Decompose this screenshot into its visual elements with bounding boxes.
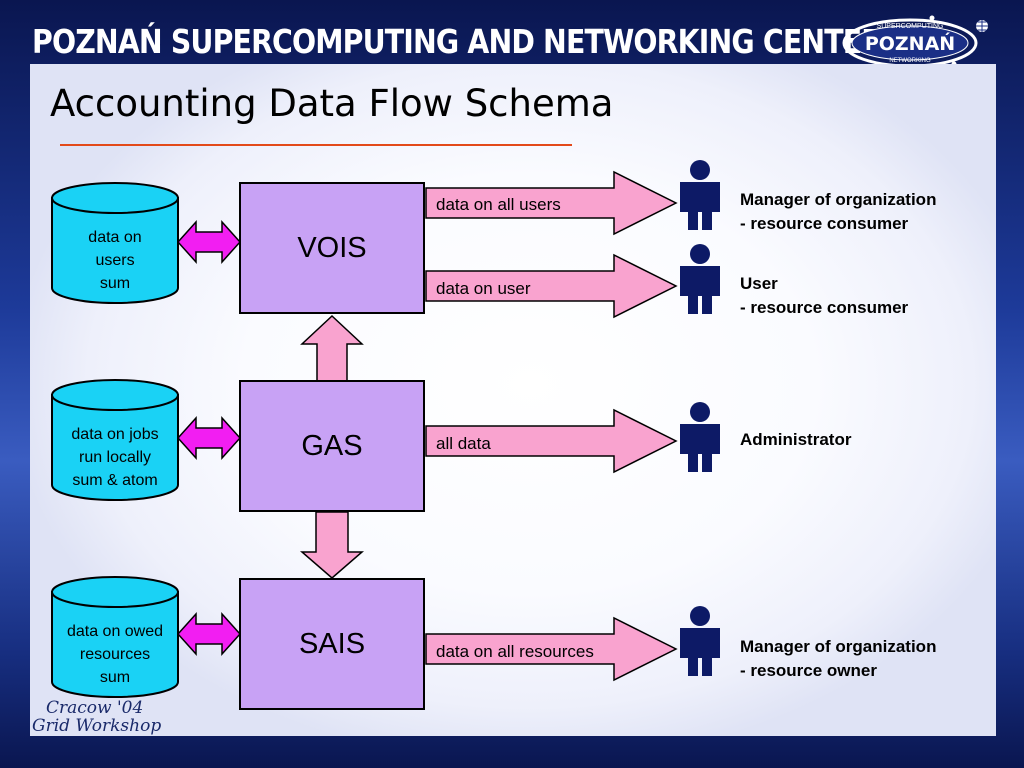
role-administrator-line-1: Administrator	[740, 430, 852, 449]
flow-arrow-user	[425, 253, 678, 319]
role-administrator: Administrator	[740, 428, 851, 452]
slide-title: Accounting Data Flow Schema	[50, 82, 614, 125]
role-manager-consumer: Manager of organization - resource consu…	[740, 188, 936, 236]
role-manager-owner: Manager of organization - resource owner	[740, 635, 936, 683]
flow-label-user: data on user	[436, 279, 531, 298]
system-box-gas: GAS	[239, 380, 425, 512]
person-icon-user	[680, 244, 720, 314]
db-resources-line-1: data on owed	[66, 623, 164, 640]
double-arrow-jobs-gas	[176, 416, 242, 460]
system-label-sais: SAIS	[298, 628, 366, 660]
cracow-grid-workshop-logo: Cracow '04 Grid Workshop	[32, 696, 172, 738]
db-users-line-2: users	[95, 252, 135, 269]
double-arrow-users-vois	[176, 220, 242, 264]
footer-line-2: Grid Workshop	[32, 716, 162, 736]
role-manager-consumer-line-2: - resource consumer	[740, 214, 909, 233]
db-users-line-1: data on	[88, 229, 142, 246]
flow-arrow-all-data	[425, 408, 678, 474]
db-jobs-line-1: data on jobs	[71, 426, 159, 443]
logo-top-text: SUPERCOMPUTING	[877, 23, 944, 30]
person-icon-administrator	[680, 402, 720, 472]
database-cylinder-resources	[51, 576, 179, 698]
title-underline	[60, 144, 572, 146]
flow-arrow-all-resources	[425, 616, 678, 682]
arrow-gas-to-vois	[300, 314, 364, 383]
psnc-logo: SUPERCOMPUTING POZNAŃ NETWORKING	[842, 15, 988, 68]
database-cylinder-jobs	[51, 379, 179, 501]
system-box-sais: SAIS	[239, 578, 425, 710]
footer-line-1: Cracow '04	[46, 698, 144, 718]
person-icon-manager-consumer	[680, 160, 720, 230]
role-manager-owner-line-1: Manager of organization	[740, 637, 937, 656]
db-resources-line-3: sum	[99, 669, 131, 686]
arrow-gas-to-sais	[299, 511, 365, 579]
logo-main-text: POZNAŃ	[865, 32, 955, 55]
db-users-line-3: sum	[99, 275, 131, 292]
database-label-resources: data on owed resources sum	[52, 620, 178, 689]
flow-label-all-data: all data	[436, 434, 491, 453]
flow-label-all-users: data on all users	[436, 195, 561, 214]
role-user-line-1: User	[740, 274, 778, 293]
system-box-vois: VOIS	[239, 182, 425, 314]
person-icon-manager-owner	[680, 606, 720, 676]
logo-bottom-text: NETWORKING	[889, 58, 931, 64]
role-user-consumer: User - resource consumer	[740, 272, 908, 320]
database-label-users: data on users sum	[52, 226, 178, 295]
role-manager-owner-line-2: - resource owner	[740, 661, 877, 680]
system-label-vois: VOIS	[297, 232, 367, 264]
db-resources-line-2: resources	[79, 646, 151, 663]
flow-label-all-resources: data on all resources	[436, 642, 594, 661]
db-jobs-line-3: sum & atom	[72, 472, 158, 489]
database-cylinder-users	[51, 182, 179, 304]
database-label-jobs: data on jobs run locally sum & atom	[52, 423, 178, 492]
system-label-gas: GAS	[301, 430, 363, 462]
flow-arrow-all-users	[425, 170, 678, 236]
role-user-line-2: - resource consumer	[740, 298, 909, 317]
double-arrow-resources-sais	[176, 612, 242, 656]
db-jobs-line-2: run locally	[78, 449, 152, 466]
role-manager-consumer-line-1: Manager of organization	[740, 190, 937, 209]
